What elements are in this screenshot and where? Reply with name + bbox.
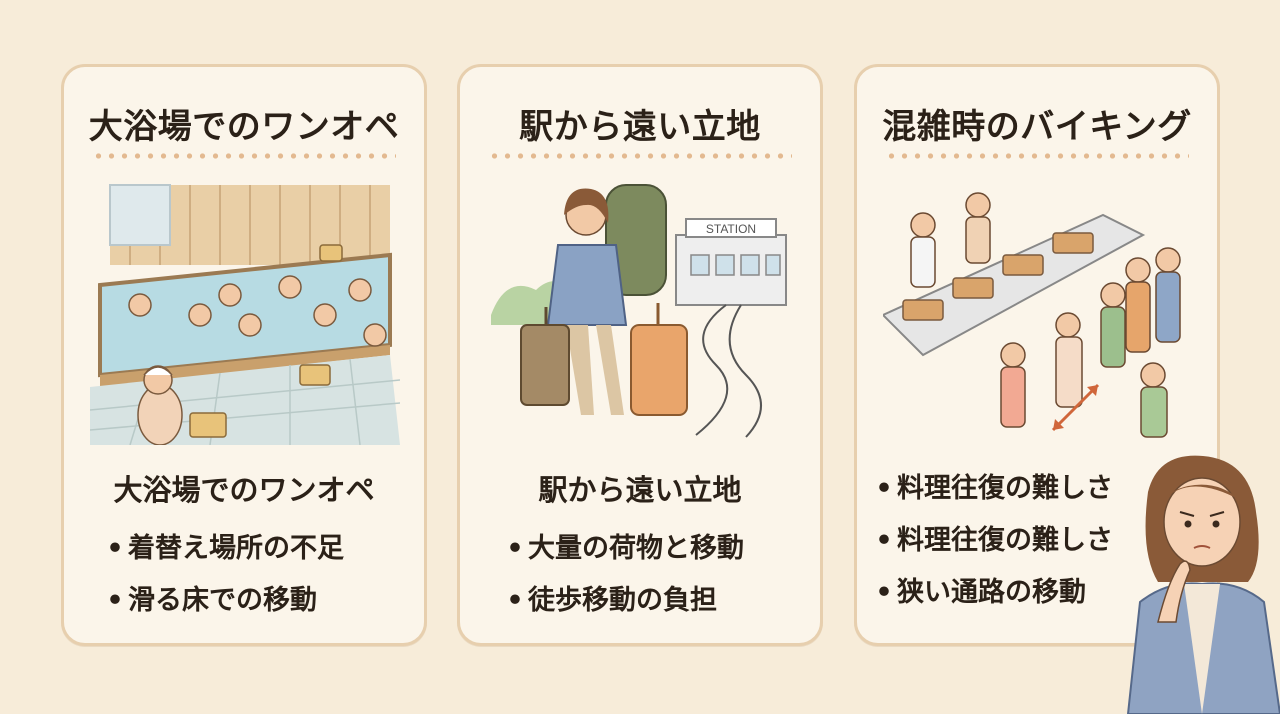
- bullet-dot: •: [875, 577, 893, 608]
- station-sign: STATION: [706, 222, 756, 236]
- bullet-dot: •: [875, 525, 893, 556]
- list-item: •料理往復の難しさ: [871, 515, 1197, 567]
- bullet-dot: •: [875, 473, 893, 504]
- list-item: •大量の荷物と移動: [502, 523, 800, 575]
- card-station: 駅から遠い立地 STATION 駅から遠い立地 •大量の荷物と移動 •徒歩移動の: [457, 64, 823, 646]
- public-bath-illustration: [90, 175, 400, 445]
- bullet-list: •大量の荷物と移動 •徒歩移動の負担: [502, 523, 800, 627]
- bullet-list: •料理往復の難しさ •料理往復の難しさ •狭い通路の移動: [871, 463, 1197, 619]
- buffet-illustration: [883, 175, 1193, 445]
- card-title: 混雑時のバイキング: [882, 107, 1192, 147]
- bullet-list: •着替え場所の不足 •滑る床での移動: [102, 523, 404, 627]
- bullet-dot: •: [106, 585, 124, 616]
- traveler-illustration: STATION: [486, 175, 796, 445]
- list-item: •狭い通路の移動: [871, 567, 1197, 619]
- card-body-title: 駅から遠い立地: [538, 473, 742, 507]
- bullet-dot: •: [506, 585, 524, 616]
- list-item: •着替え場所の不足: [102, 523, 404, 575]
- list-item: •滑る床での移動: [102, 575, 404, 627]
- dotted-divider: [885, 153, 1189, 159]
- card-body-title: 大浴場でのワンオペ: [113, 473, 375, 507]
- dotted-divider: [92, 153, 396, 159]
- dotted-divider: [488, 153, 792, 159]
- bullet-dot: •: [106, 533, 124, 564]
- list-item: •徒歩移動の負担: [502, 575, 800, 627]
- worried-woman-illustration: [1126, 455, 1280, 714]
- card-title: 駅から遠い立地: [519, 107, 761, 147]
- card-bath: 大浴場でのワンオペ: [61, 64, 427, 646]
- card-title: 大浴場でのワンオペ: [88, 107, 400, 147]
- bullet-dot: •: [506, 533, 524, 564]
- list-item: •料理往復の難しさ: [871, 463, 1197, 515]
